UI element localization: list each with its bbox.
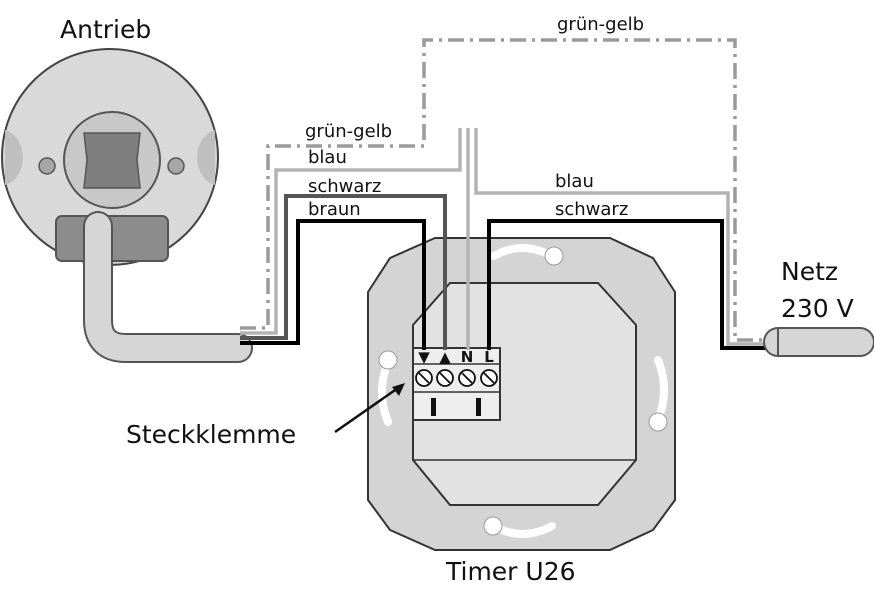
timer-device — [367, 237, 676, 551]
terminal-l-label: L — [484, 348, 494, 366]
wire-blue-left — [240, 128, 462, 335]
clamp-arrow — [334, 383, 405, 434]
mains-label-line2: 230 V — [781, 294, 854, 323]
wire-label-gn-ye-left: grün-gelb — [305, 121, 392, 142]
screw-terminals — [415, 369, 498, 387]
wire-label-brown-left: braun — [308, 199, 361, 220]
wire-label-black-left: schwarz — [308, 176, 381, 197]
wire-label-blue-left: blau — [308, 147, 347, 168]
terminal-labels: ▼ ▲ N L — [418, 348, 494, 366]
terminal-screw — [480, 369, 498, 387]
wires — [240, 38, 780, 350]
wire-black-right — [487, 219, 780, 350]
mains-label-line1: Netz — [781, 257, 838, 286]
wire-brown — [240, 194, 447, 350]
timer-label: Timer U26 — [445, 557, 576, 586]
wire-label-gn-ye-top: grün-gelb — [557, 14, 644, 35]
wire-label-blue-right: blau — [555, 171, 594, 192]
terminal-screw — [458, 369, 476, 387]
motor-label: Antrieb — [60, 15, 151, 44]
wire-green-yellow — [240, 38, 780, 342]
terminal-screw — [436, 369, 454, 387]
terminal-n-label: N — [461, 348, 474, 366]
wire-label-black-right: schwarz — [555, 199, 628, 220]
mains-cable — [763, 327, 874, 357]
terminal-screw — [415, 369, 433, 387]
wire-blue-right — [474, 128, 780, 346]
wire-black-left — [240, 219, 426, 350]
terminal-down-icon: ▼ — [418, 348, 430, 366]
motor-drive — [1, 48, 253, 363]
clamp-label: Steckklemme — [126, 420, 296, 449]
text-labels: Antrieb Timer U26 Steckklemme Netz 230 V… — [60, 14, 854, 586]
terminal-up-icon: ▲ — [439, 348, 451, 366]
